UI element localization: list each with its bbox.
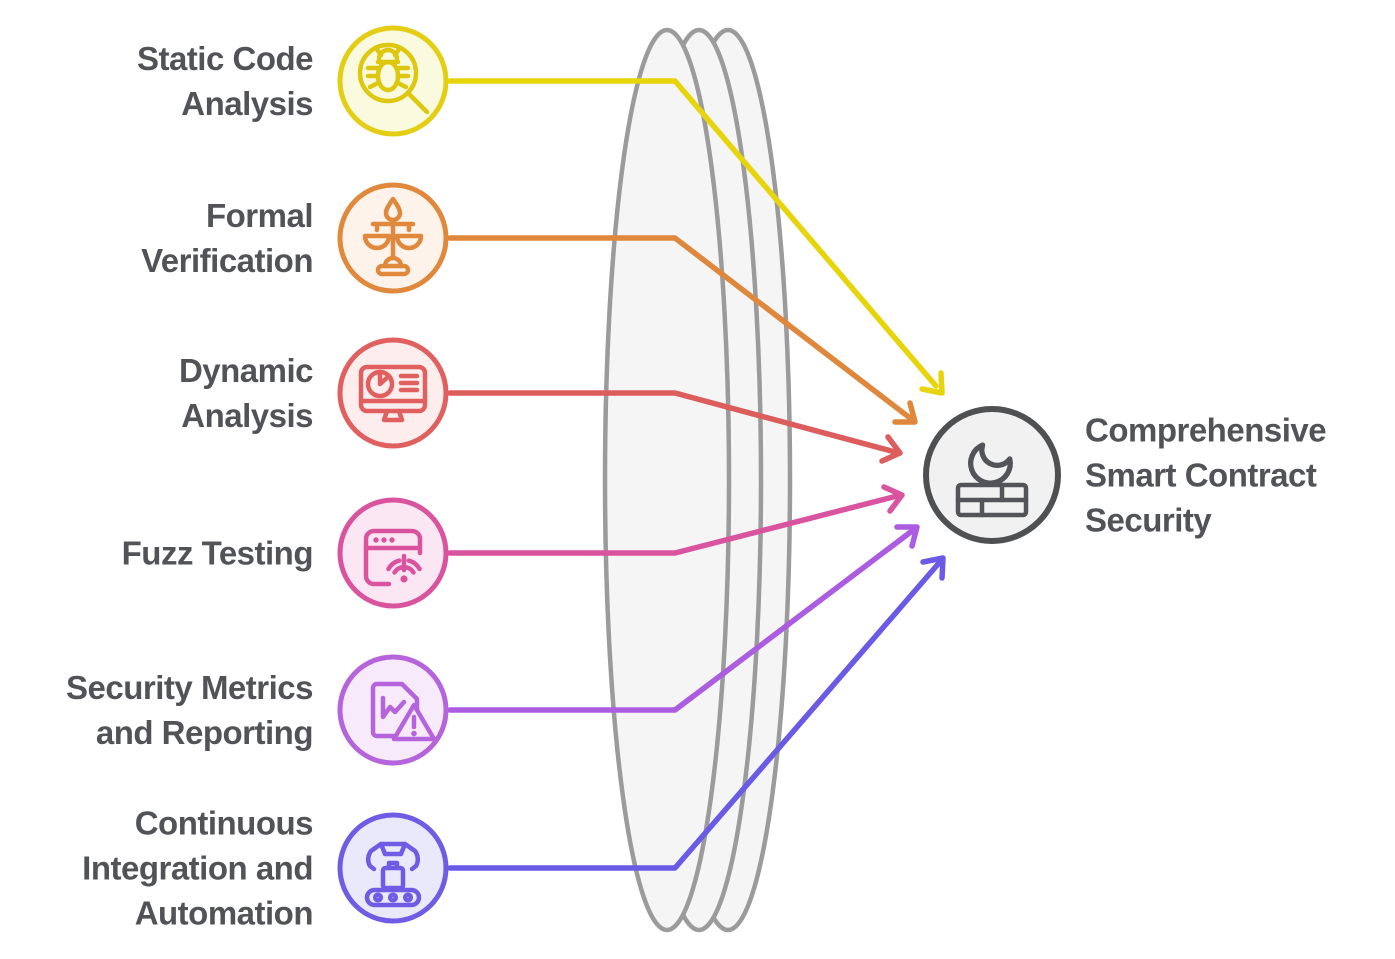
lens-shape (602, 27, 793, 933)
label-dynamic-analysis: Dynamic Analysis (13, 348, 314, 438)
firewall-icon (955, 442, 1029, 518)
document-chart-warning-icon (370, 681, 437, 742)
badge-dynamic-analysis (337, 337, 449, 449)
label-line: Comprehensive (1085, 411, 1327, 449)
arrowhead-icon (892, 400, 918, 425)
label-line: Static Code (136, 40, 314, 77)
label-result: Comprehensive Smart Contract Security (1085, 408, 1395, 543)
label-line: Analysis (181, 85, 313, 122)
label-line: Dynamic (178, 352, 314, 389)
label-line: Fuzz Testing (121, 534, 314, 572)
label-static-code-analysis: Static Code Analysis (13, 36, 314, 126)
label-line: Analysis (181, 397, 313, 434)
connector-fuzz-testing (447, 484, 905, 556)
label-formal-verification: Formal Verification (13, 193, 313, 283)
badge-result (923, 406, 1061, 544)
label-line: Integration and (82, 849, 313, 887)
label-line: Verification (141, 242, 313, 279)
monitor-pie-chart-icon (358, 364, 428, 423)
label-continuous-integration: Continuous Integration and Automation (13, 801, 313, 936)
label-security-metrics: Security Metrics and Reporting (13, 665, 313, 755)
conveyor-gripper-icon (364, 841, 422, 908)
bug-magnifier-icon (357, 42, 430, 115)
label-line: Security (1085, 501, 1212, 539)
connector-static-code-analysis (447, 78, 945, 396)
balance-scale-icon (362, 196, 424, 277)
label-fuzz-testing: Fuzz Testing (13, 531, 314, 576)
connector-formal-verification (447, 235, 918, 425)
arrowhead-icon (881, 484, 905, 514)
connector-continuous-integration (447, 555, 946, 871)
label-line: Security Metrics (66, 669, 313, 706)
connector-dynamic-analysis (447, 390, 903, 464)
arrowhead-icon (894, 524, 920, 549)
browser-wifi-icon (363, 528, 423, 587)
arrowhead-icon (920, 555, 946, 581)
arrowhead-icon (879, 434, 903, 464)
label-line: Continuous (134, 804, 314, 842)
label-line: Formal (205, 197, 314, 234)
connector-security-metrics (447, 524, 920, 713)
arrowhead-icon (919, 370, 945, 396)
label-line: and Reporting (95, 714, 314, 751)
label-line: Smart Contract (1085, 456, 1317, 494)
label-line: Automation (134, 894, 314, 932)
badge-fuzz-testing (337, 497, 449, 609)
